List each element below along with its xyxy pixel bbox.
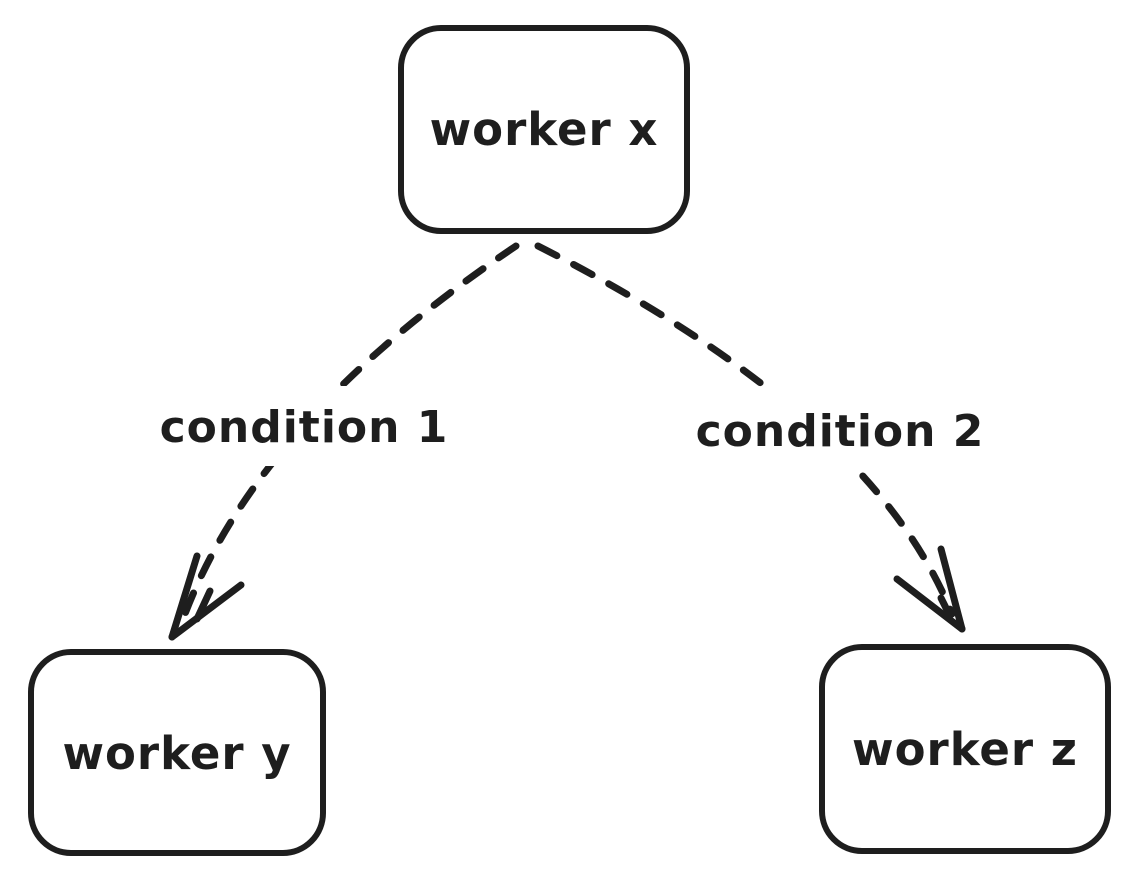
node-worker-x-label: worker x [430, 103, 659, 156]
edge-label-condition-2: condition 2 [668, 390, 1012, 468]
edge-label-condition-1: condition 1 [138, 386, 472, 466]
node-worker-y: worker y [28, 649, 326, 856]
edge-label-condition-2-bg [668, 390, 1012, 468]
edge-label-condition-1-bg [138, 386, 472, 466]
node-worker-x-shape [398, 25, 690, 234]
node-worker-x: worker x [398, 25, 690, 234]
arrowhead-down-left-icon [168, 552, 245, 641]
node-worker-z: worker z [819, 644, 1111, 854]
node-worker-z-label: worker z [852, 723, 1078, 776]
node-worker-z-shape [819, 644, 1111, 854]
arrowhead-down-right-icon [893, 545, 966, 633]
node-worker-y-shape [28, 649, 326, 856]
edge-label-condition-1-text: condition 1 [160, 402, 449, 453]
edge-label-condition-2-text: condition 2 [696, 406, 985, 457]
node-worker-y-label: worker y [62, 727, 291, 780]
